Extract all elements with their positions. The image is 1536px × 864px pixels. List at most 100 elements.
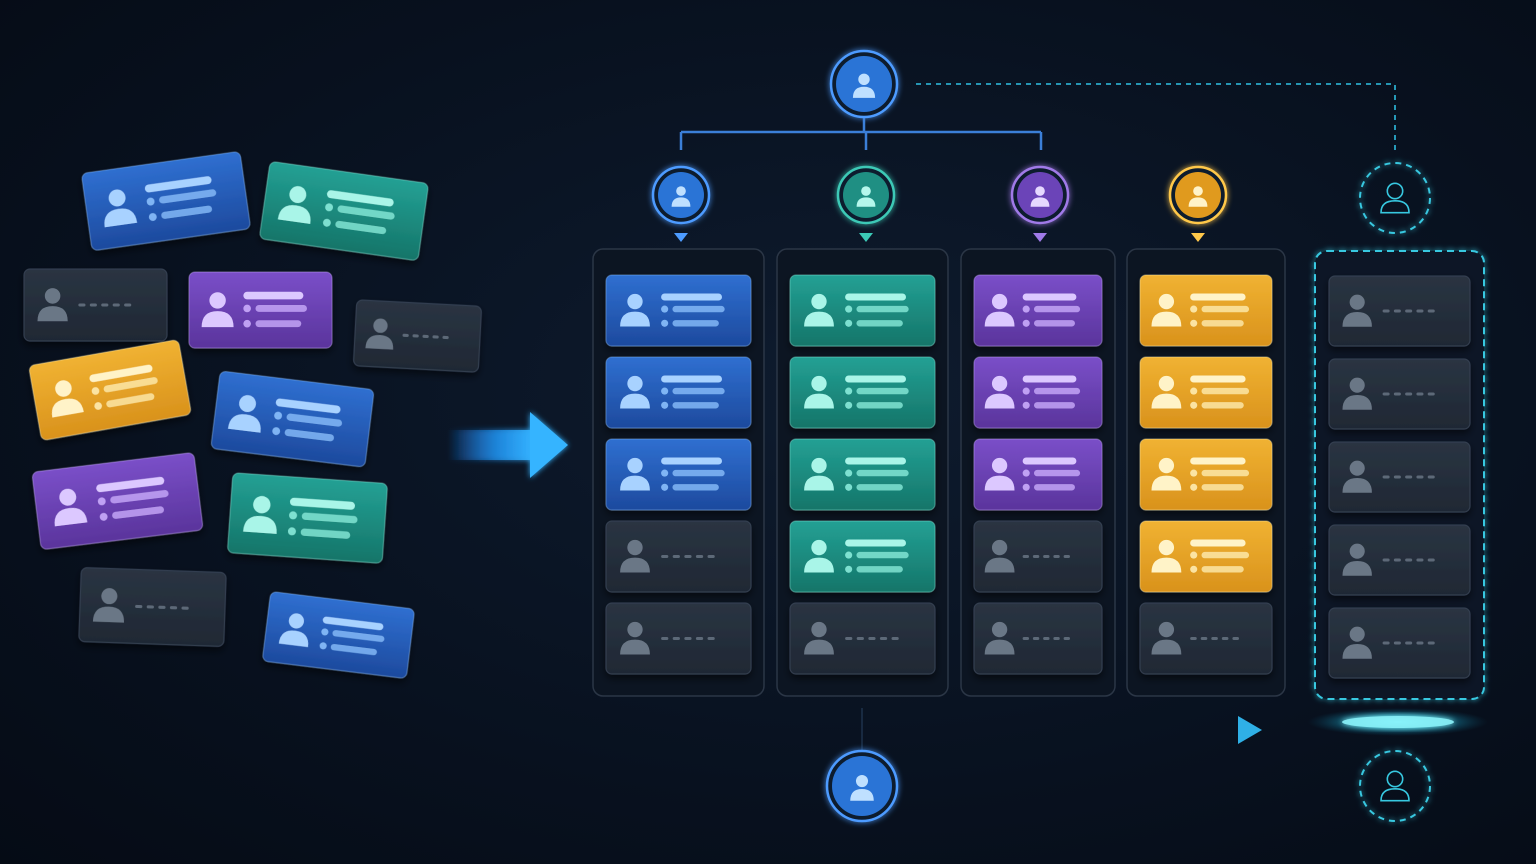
person-card-slot[interactable] (605, 520, 752, 593)
person-icon (620, 293, 650, 327)
person-icon (620, 621, 650, 655)
person-icon (1151, 375, 1182, 409)
pointer-down-icon (1033, 233, 1047, 242)
person-icon (365, 318, 394, 350)
person-icon (804, 457, 834, 491)
person-icon (852, 73, 876, 98)
person-icon (227, 395, 261, 433)
person-card-unassigned[interactable] (23, 268, 168, 342)
user-avatar-icon[interactable] (1359, 162, 1431, 234)
person-card-unassigned[interactable] (259, 161, 429, 261)
person-card-unassigned[interactable] (78, 567, 227, 647)
team-column-yellow (1126, 165, 1286, 697)
person-icon (104, 189, 138, 228)
person-card-reserve-slot[interactable] (1328, 275, 1471, 347)
person-icon (1151, 621, 1182, 655)
person-card-unassigned[interactable] (188, 271, 333, 349)
person-card-slot[interactable] (973, 274, 1103, 347)
placeholder-user-icon[interactable] (1359, 750, 1431, 822)
person-card-slot[interactable] (973, 356, 1103, 429)
person-card-slot[interactable] (789, 438, 936, 511)
person-icon (620, 375, 650, 409)
placeholder-user-icon (1380, 182, 1410, 214)
pointer-down-icon (1191, 233, 1205, 242)
dashed-connector (916, 83, 1396, 150)
user-avatar-icon[interactable] (836, 165, 896, 225)
user-avatar-icon[interactable] (829, 49, 899, 119)
person-card-slot[interactable] (973, 438, 1103, 511)
person-icon (804, 375, 834, 409)
person-icon (984, 539, 1015, 573)
person-card-unassigned[interactable] (353, 299, 482, 373)
person-icon (984, 375, 1015, 409)
person-icon (620, 457, 650, 491)
person-icon (201, 292, 234, 328)
user-avatar-icon[interactable] (825, 749, 899, 823)
pointer-down-icon (859, 233, 873, 242)
unassigned-cards-pile (23, 151, 482, 679)
person-card-reserve-slot[interactable] (1328, 358, 1471, 430)
person-card-slot[interactable] (789, 356, 936, 429)
person-card-slot[interactable] (605, 356, 752, 429)
person-icon (984, 457, 1015, 491)
manager-avatar[interactable] (829, 49, 899, 119)
person-card-slot[interactable] (605, 438, 752, 511)
person-icon (1151, 539, 1182, 573)
person-card-unassigned[interactable] (81, 151, 251, 251)
person-card-unassigned[interactable] (227, 472, 388, 564)
person-card-slot[interactable] (1139, 520, 1273, 593)
person-icon (54, 488, 88, 527)
person-card-slot[interactable] (789, 520, 936, 593)
team-column-teal (776, 165, 949, 697)
pointer-down-icon (674, 233, 688, 242)
person-icon (92, 588, 124, 623)
person-icon (984, 621, 1015, 655)
person-card-slot[interactable] (1139, 274, 1273, 347)
team-column-blue (592, 165, 765, 697)
person-card-unassigned[interactable] (210, 370, 375, 468)
timeline-owner-avatar[interactable] (825, 749, 899, 823)
person-card-slot[interactable] (1139, 356, 1273, 429)
person-icon (277, 186, 311, 224)
person-icon (243, 496, 277, 534)
user-avatar-icon[interactable] (1010, 165, 1070, 225)
person-icon (1342, 626, 1372, 659)
person-icon (671, 186, 691, 207)
person-card-reserve-slot[interactable] (1328, 524, 1471, 596)
person-card-slot[interactable] (1139, 438, 1273, 511)
team-column-purple (960, 165, 1116, 697)
person-card-unassigned[interactable] (28, 339, 192, 441)
person-icon (1188, 186, 1208, 207)
flow-arrow-icon (448, 412, 568, 478)
person-icon (850, 774, 874, 801)
person-card-slot[interactable] (605, 274, 752, 347)
person-card-slot[interactable] (973, 520, 1103, 593)
person-card-slot[interactable] (973, 602, 1103, 675)
person-icon (856, 186, 876, 207)
person-icon (804, 293, 834, 327)
reserve-column (1314, 162, 1485, 700)
reserve-glow-pad (1308, 708, 1488, 736)
person-icon (984, 293, 1015, 327)
user-avatar-icon[interactable] (1359, 750, 1431, 822)
user-avatar-icon[interactable] (651, 165, 711, 225)
person-icon (1030, 186, 1050, 207)
user-avatar-icon[interactable] (1168, 165, 1228, 225)
person-card-reserve-slot[interactable] (1328, 607, 1471, 679)
person-card-slot[interactable] (789, 274, 936, 347)
person-icon (804, 539, 834, 573)
person-card-unassigned[interactable] (31, 452, 204, 550)
person-card-slot[interactable] (605, 602, 752, 675)
person-icon (620, 539, 650, 573)
person-icon (51, 380, 84, 418)
person-card-unassigned[interactable] (262, 591, 415, 679)
person-icon (1342, 543, 1372, 576)
person-icon (1342, 294, 1372, 327)
person-icon (804, 621, 834, 655)
person-card-slot[interactable] (789, 602, 936, 675)
person-card-reserve-slot[interactable] (1328, 441, 1471, 513)
placeholder-user-icon (1380, 770, 1410, 802)
person-card-slot[interactable] (1139, 602, 1273, 675)
person-icon (37, 288, 68, 322)
